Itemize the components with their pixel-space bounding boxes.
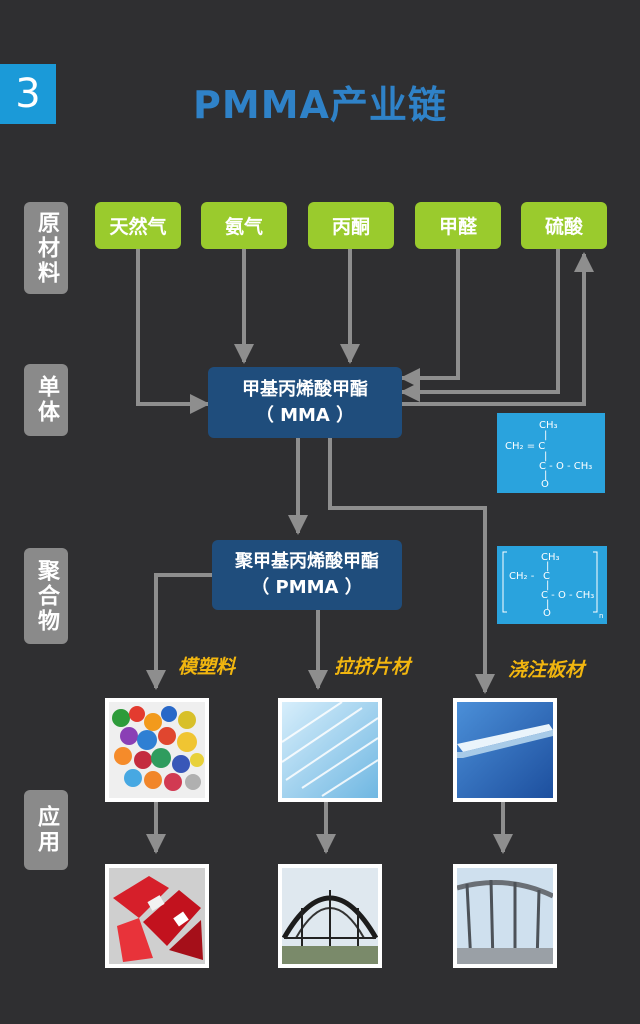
pmma-formula-n: n	[599, 612, 603, 620]
pmma-name: 聚甲基丙烯酸甲酯	[235, 551, 379, 572]
pmma-formula-svg: CH₃ | CH₂ - C | C - O - CH₃ | O n	[502, 551, 603, 620]
category-polymer: 聚合物	[24, 548, 68, 644]
category-application: 应用	[24, 790, 68, 870]
raw-natural-gas: 天然气	[95, 202, 181, 249]
raw-ammonia: 氨气	[201, 202, 287, 249]
page-title: PMMA产业链	[193, 83, 447, 127]
arrow-natural-gas-to-mma	[136, 249, 210, 414]
pmma-formula-left: CH₂ -	[509, 571, 535, 582]
mma-formula-bond1: |	[544, 430, 547, 441]
page-number: 3	[0, 64, 56, 124]
greenhouse-application-image	[278, 864, 382, 968]
mma-formula-right: C - O - CH₃	[539, 461, 592, 472]
raw-acetone: 丙酮	[308, 202, 394, 249]
arrow-sulfuric-to-mma	[400, 249, 560, 402]
cast-sheet-illustration	[457, 702, 553, 798]
mma-formula-o: O	[541, 479, 549, 490]
mma-name: 甲基丙烯酸甲酯	[242, 378, 368, 400]
taillight-application-image	[105, 864, 209, 968]
soundwall-illustration	[457, 868, 553, 964]
pmma-formula-bond2: |	[546, 580, 549, 591]
extruded-sheet-image	[278, 698, 382, 802]
mma-structure-formula: CH₃ | CH₂ = C | C - O - CH₃ | O	[497, 413, 605, 493]
extruded-sheet-illustration	[282, 702, 378, 798]
arrow-formaldehyde-to-mma	[400, 249, 460, 388]
category-monomer: 单体	[24, 364, 68, 436]
method-extruded-sheet: 拉挤片材	[334, 656, 411, 678]
pmma-formula-right: C - O - CH₃	[541, 590, 594, 601]
mma-formula-left: CH₂ = C	[505, 441, 545, 452]
raw-formaldehyde: 甲醛	[415, 202, 501, 249]
raw-sulfuric-acid: 硫酸	[521, 202, 607, 249]
pmma-formula-top: CH₃	[541, 552, 560, 563]
arrow-mma-to-cast-sheet	[328, 438, 495, 694]
soundwall-application-image	[453, 864, 557, 968]
taillight-illustration	[109, 868, 205, 964]
pmma-abbr: （ PMMA ）	[251, 577, 363, 598]
pmma-formula-c: C	[543, 571, 550, 582]
method-molding: 模塑料	[178, 656, 236, 678]
mma-box: 甲基丙烯酸甲酯 （ MMA ）	[208, 367, 402, 438]
pmma-formula-bond1: |	[546, 561, 549, 572]
pmma-box: 聚甲基丙烯酸甲酯 （ PMMA ）	[212, 540, 402, 610]
mma-formula-bond3: |	[544, 470, 547, 481]
pmma-formula-o: O	[543, 608, 551, 619]
pmma-formula-bond3: |	[546, 599, 549, 610]
granules-illustration	[109, 702, 205, 798]
arrow-mma-to-sulfuric	[402, 252, 594, 406]
cast-sheet-image	[453, 698, 557, 802]
mma-abbr: （ MMA ）	[255, 404, 355, 426]
pmma-structure-formula: CH₃ | CH₂ - C | C - O - CH₃ | O n	[497, 546, 607, 624]
method-cast-sheet: 浇注板材	[508, 659, 585, 681]
category-raw-materials: 原材料	[24, 202, 68, 294]
mma-formula-svg: CH₃ | CH₂ = C | C - O - CH₃ | O	[505, 420, 592, 490]
mma-formula-bond2: |	[544, 451, 547, 462]
mma-formula-top: CH₃	[539, 420, 558, 431]
arrow-pmma-to-molding	[146, 573, 212, 690]
greenhouse-illustration	[282, 868, 378, 964]
molding-granules-image	[105, 698, 209, 802]
